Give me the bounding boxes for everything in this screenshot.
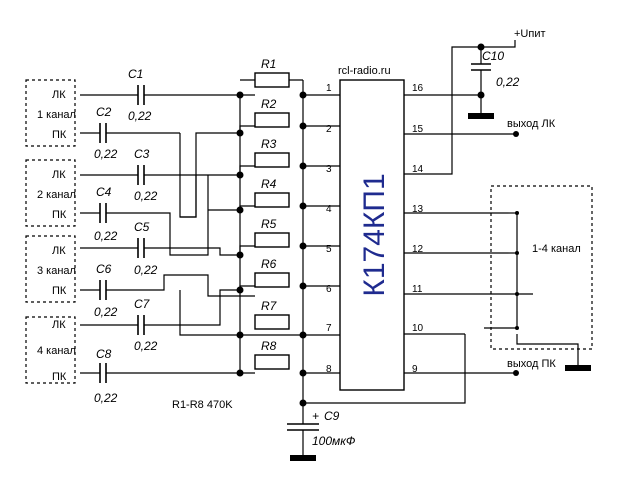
r7-label: R7 xyxy=(261,299,278,313)
input-1-channel: 1 канал xyxy=(37,109,76,121)
resistor-note: R1-R8 470K xyxy=(172,399,233,411)
c9-label: C9 xyxy=(324,409,340,423)
input-4-lk: ЛК xyxy=(52,319,66,331)
input-2-channel: 2 канал xyxy=(37,189,76,201)
c4-label: C4 xyxy=(96,185,112,199)
switch-box xyxy=(490,185,593,350)
c2-value: 0,22 xyxy=(94,147,118,161)
c2-label: C2 xyxy=(96,105,112,119)
channel-1-box xyxy=(25,79,76,147)
r8 xyxy=(254,354,290,370)
c7-label: C7 xyxy=(134,297,151,311)
r4 xyxy=(254,192,290,208)
output-lk: выход ЛК xyxy=(507,118,556,130)
switch-ground xyxy=(565,365,591,371)
input-4-channel: 4 канал xyxy=(37,345,76,357)
input-2-lk: ЛК xyxy=(52,169,66,181)
r3 xyxy=(254,152,290,168)
c8-value: 0,22 xyxy=(94,391,118,405)
channel-2-box xyxy=(25,159,76,227)
input-4-pk: ПК xyxy=(52,371,67,383)
pin-16: 16 xyxy=(412,83,424,94)
resistor-ladder xyxy=(239,79,340,403)
channel-3-box xyxy=(25,235,76,303)
input-3-pk: ПК xyxy=(52,285,67,297)
r1-label: R1 xyxy=(261,57,276,71)
r6-label: R6 xyxy=(261,257,277,271)
c1-value: 0,22 xyxy=(128,109,152,123)
c10-ground xyxy=(468,113,494,119)
c3-value: 0,22 xyxy=(134,189,158,203)
input-1-lk: ЛК xyxy=(52,89,66,101)
pin-14: 14 xyxy=(412,164,424,175)
c9-ground xyxy=(290,455,316,461)
c10-label: C10 xyxy=(482,49,504,63)
r6 xyxy=(254,272,290,288)
r3-label: R3 xyxy=(261,137,277,151)
pin-7: 7 xyxy=(326,323,332,334)
channel-switch[interactable] xyxy=(484,211,579,365)
pin-6: 6 xyxy=(326,284,332,295)
c6-value: 0,22 xyxy=(94,305,118,319)
r5-label: R5 xyxy=(261,217,277,231)
c8-label: C8 xyxy=(96,347,112,361)
r7 xyxy=(254,314,290,330)
ic-body xyxy=(339,79,405,391)
power-label: +Uпит xyxy=(514,28,546,40)
pin-15: 15 xyxy=(412,124,424,135)
pin-8: 8 xyxy=(326,364,332,375)
input-1-pk: ПК xyxy=(52,129,67,141)
channel-4-box xyxy=(25,316,76,384)
junction-dots xyxy=(236,43,485,407)
pin-2: 2 xyxy=(326,124,332,135)
ic-label: К174КП1 xyxy=(358,173,391,296)
c9-plus: + xyxy=(312,409,319,423)
pin-11: 11 xyxy=(412,284,423,295)
pin-13: 13 xyxy=(412,204,424,215)
r5 xyxy=(254,232,290,248)
input-3-channel: 3 канал xyxy=(37,265,76,277)
r8-label: R8 xyxy=(261,339,277,353)
pin-12: 12 xyxy=(412,244,424,255)
input-3-lk: ЛК xyxy=(52,245,66,257)
resistors xyxy=(254,72,290,370)
c9-value: 100мкФ xyxy=(312,434,356,448)
r2 xyxy=(254,112,290,128)
c1-label: C1 xyxy=(128,67,143,81)
c5-value: 0,22 xyxy=(134,263,158,277)
c4-value: 0,22 xyxy=(94,229,118,243)
pin-9: 9 xyxy=(412,364,418,375)
site-label: rcl-radio.ru xyxy=(338,65,391,77)
c5-label: C5 xyxy=(134,220,150,234)
r1 xyxy=(254,72,290,88)
pin-10: 10 xyxy=(412,323,424,334)
input-2-pk: ПК xyxy=(52,209,67,221)
c3-label: C3 xyxy=(134,147,150,161)
input-wiring xyxy=(80,85,340,383)
c6-label: C6 xyxy=(96,262,112,276)
pin-4: 4 xyxy=(326,204,332,215)
c7-value: 0,22 xyxy=(134,339,158,353)
pin-5: 5 xyxy=(326,244,332,255)
output-pk: выход ПК xyxy=(507,358,556,370)
pin-3: 3 xyxy=(326,164,332,175)
r4-label: R4 xyxy=(261,177,277,191)
switch-label: 1-4 канал xyxy=(532,243,581,255)
c10-value: 0,22 xyxy=(496,75,520,89)
pin-1: 1 xyxy=(326,83,332,94)
r2-label: R2 xyxy=(261,97,277,111)
